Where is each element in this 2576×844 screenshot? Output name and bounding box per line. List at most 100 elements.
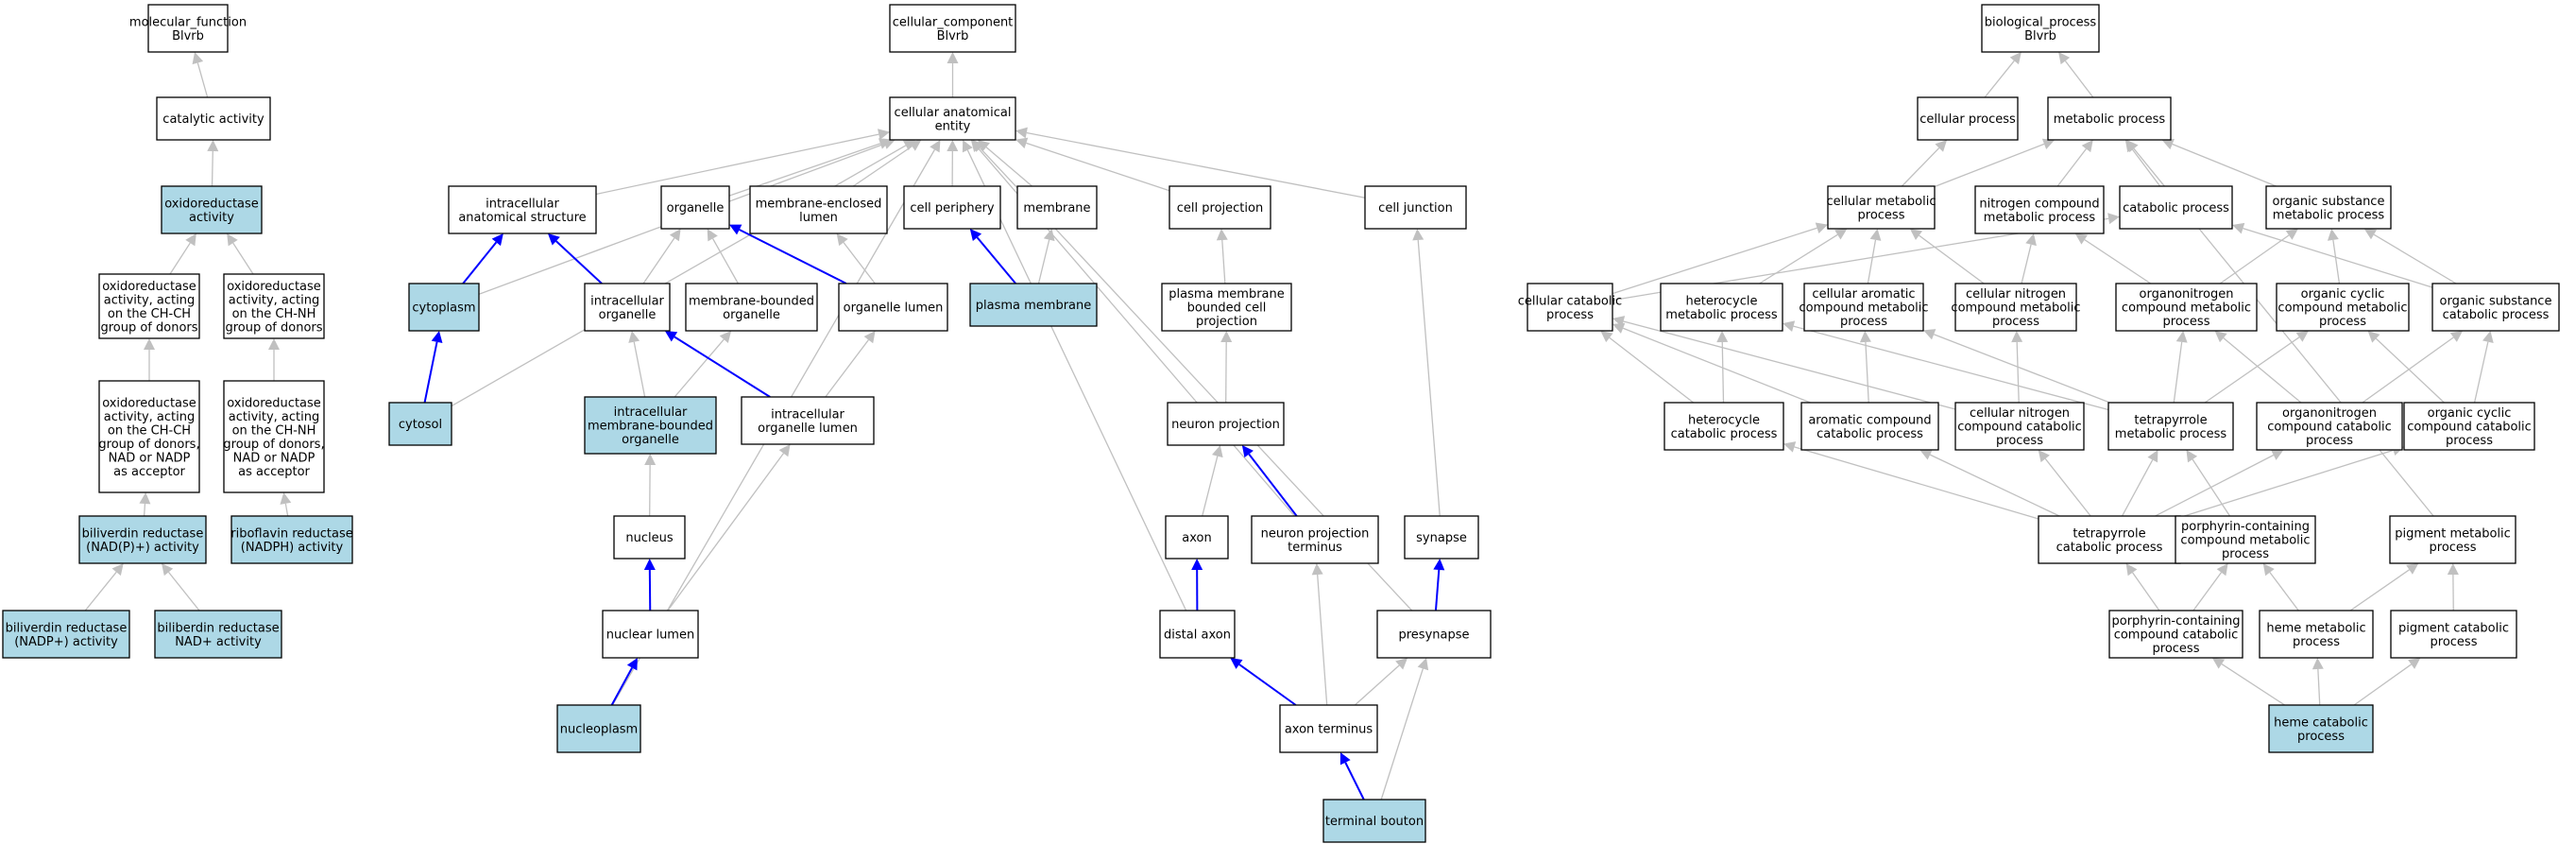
node-label-line: intracellular: [771, 407, 844, 422]
node-box: [1167, 402, 1285, 446]
go-term-node-metproc[interactable]: metabolic process: [2047, 96, 2172, 141]
go-term-node-nucleus[interactable]: nucleus: [613, 515, 686, 560]
go-term-node-nucleoplasm[interactable]: nucleoplasm: [556, 704, 641, 753]
edge-line: [1612, 227, 1817, 295]
node-box: [969, 283, 1098, 327]
node-label-line: riboflavin reductase: [230, 526, 353, 541]
edge-arrowhead: [930, 140, 941, 153]
go-term-node-cproj[interactable]: cell projection: [1169, 185, 1271, 230]
edge-cperiph-to-cae: [947, 140, 959, 187]
go-term-node-cytoplasm[interactable]: cytoplasm: [408, 283, 480, 332]
edge-line: [462, 241, 498, 284]
go-term-node-catproc[interactable]: catabolic process: [2119, 185, 2233, 230]
node-label-line: organic substance: [2273, 195, 2385, 209]
edge-arrowhead: [947, 140, 959, 152]
go-term-node-cjunc[interactable]: cell junction: [1364, 185, 1467, 230]
edge-pm-to-cperiph: [969, 229, 1016, 284]
edge-pcccp-to-tcp: [2125, 563, 2160, 611]
edge-cae-to-cc: [947, 52, 959, 97]
go-term-node-synapse[interactable]: synapse: [1404, 515, 1479, 560]
go-term-node-axon[interactable]: axon: [1165, 515, 1229, 560]
edge-arrowhead: [1015, 137, 1029, 149]
edge-line: [2221, 663, 2285, 706]
go-term-node-aterm[interactable]: axon terminus: [1279, 704, 1378, 753]
go-term-node-cellproc[interactable]: cellular process: [1917, 96, 2019, 141]
edge-arrowhead: [431, 331, 443, 343]
edge-arrowhead: [2447, 563, 2459, 576]
go-term-node-tbouton[interactable]: terminal bouton: [1322, 799, 1426, 843]
node-label-line: compound catabolic: [1957, 421, 2082, 435]
go-term-node-cperiph[interactable]: cell periphery: [903, 185, 1001, 230]
go-term-node-organelle[interactable]: organelle: [660, 185, 730, 230]
node-box: [602, 610, 699, 659]
go-term-node-pm[interactable]: plasma membrane: [969, 283, 1098, 327]
go-term-node-presyn[interactable]: presynapse: [1376, 610, 1492, 659]
go-term-node-membrane[interactable]: membrane: [1016, 185, 1098, 230]
go-term-node-bvr[interactable]: biliverdin reductase(NAD(P)+) activity: [78, 515, 207, 564]
go-term-node-nlumen[interactable]: nuclear lumen: [602, 610, 699, 659]
edge-metproc-to-bp: [2058, 52, 2094, 98]
node-label-line: heme metabolic: [2266, 621, 2365, 635]
node-box: [1660, 283, 1783, 332]
go-term-node-cytosol[interactable]: cytosol: [388, 402, 452, 446]
edge-cncmp-to-cmp: [1909, 229, 1985, 284]
go-term-node-nproj[interactable]: neuron projection: [1167, 402, 1285, 446]
edge-line: [739, 229, 847, 284]
go-term-node-olumen[interactable]: organelle lumen: [838, 283, 948, 332]
go-term-node-bvr_nadp[interactable]: biliverdin reductase(NADP+) activity: [2, 610, 130, 659]
edge-arrowhead: [111, 563, 124, 577]
edge-line: [595, 133, 879, 196]
edge-osmp-to-metproc: [2161, 138, 2277, 187]
go-term-node-daxon[interactable]: distal axon: [1159, 610, 1236, 659]
node-label-line: as acceptor: [113, 465, 185, 479]
edge-arrowhead: [2125, 563, 2138, 577]
edge-line: [633, 341, 646, 398]
go-term-node-riboflavin[interactable]: riboflavin reductase(NADPH) activity: [230, 515, 353, 564]
node-label-line: nucleus: [625, 531, 673, 545]
node-label-line: Blvrb: [172, 29, 204, 43]
go-term-node-catalytic[interactable]: catalytic activity: [156, 96, 271, 141]
edge-arrowhead: [2147, 450, 2158, 463]
